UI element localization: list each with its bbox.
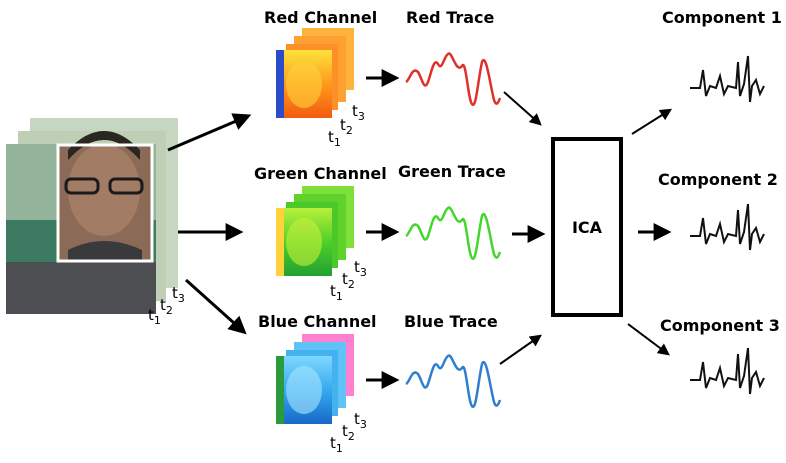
green-channel-label: Green Channel (254, 164, 387, 183)
arrow-ica-to-component-3 (627, 323, 670, 356)
arrow-blue-trace-to-ica (499, 334, 542, 365)
video-time-label-2: t2 (160, 296, 173, 317)
blue-time-label-2: t2 (342, 422, 355, 443)
green-time-label-2: t2 (342, 270, 355, 291)
component-2-label: Component 2 (658, 170, 778, 189)
blue-trace-label: Blue Trace (404, 312, 498, 331)
arrow-red-trace-to-ica (503, 91, 542, 126)
blue-trace (405, 354, 502, 408)
video-time-label-1: t1 (148, 306, 161, 327)
blue-time-label-1: t1 (330, 434, 343, 455)
blue-channel-frames (276, 334, 354, 424)
blue-time-label-3: t3 (354, 410, 367, 431)
red-trace (405, 52, 502, 106)
red-trace-label: Red Trace (406, 8, 495, 27)
ica-box: ICA (551, 137, 623, 317)
green-time-label-3: t3 (354, 258, 367, 279)
green-trace-label: Green Trace (398, 162, 506, 181)
red-time-label-2: t2 (340, 116, 353, 137)
arrow-ica-to-component-1 (631, 108, 673, 135)
video-time-label-3: t3 (172, 284, 185, 305)
component-1-label: Component 1 (662, 8, 782, 27)
face-detection-box (56, 143, 154, 263)
component-3-label: Component 3 (660, 316, 780, 335)
component-3-signal (690, 347, 765, 395)
green-time-label-1: t1 (330, 282, 343, 303)
component-1-signal (690, 55, 765, 103)
component-2-signal (690, 203, 765, 251)
green-trace (405, 206, 502, 260)
red-time-label-1: t1 (328, 128, 341, 149)
arrow-video-to-blue (184, 278, 247, 335)
red-time-label-3: t3 (352, 102, 365, 123)
arrow-video-to-red (167, 113, 252, 152)
green-channel-frames (276, 186, 354, 276)
ica-label: ICA (571, 217, 603, 237)
red-channel-frames (276, 28, 354, 118)
blue-channel-label: Blue Channel (258, 312, 377, 331)
face-photo (58, 131, 152, 261)
red-channel-label: Red Channel (264, 8, 378, 27)
